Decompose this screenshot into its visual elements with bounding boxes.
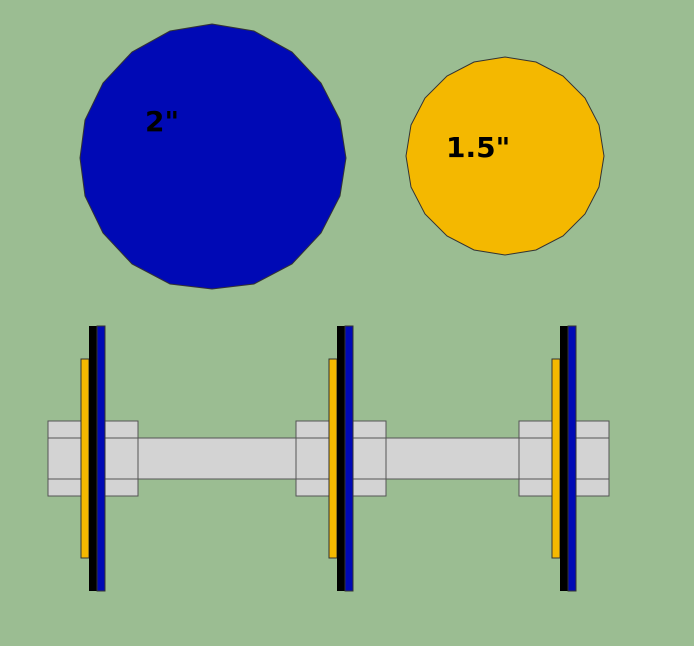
small-disc-edge — [328, 358, 338, 559]
shaft-segment — [385, 437, 520, 480]
spacer-edge — [89, 326, 97, 591]
large-disc-edge — [96, 325, 106, 592]
axle-assembly — [47, 325, 610, 592]
large-disc-edge — [567, 325, 577, 592]
spacer-edge — [560, 326, 568, 591]
large-disc — [79, 23, 347, 290]
spacer-edge — [337, 326, 345, 591]
disc-stack-left — [80, 325, 106, 592]
small-disc-edge — [551, 358, 561, 559]
small-disc — [405, 56, 605, 256]
disc-stack-middle — [328, 325, 354, 592]
shaft-segment — [137, 437, 297, 480]
small-disc-label: 1.5" — [446, 131, 510, 164]
small-disc-edge — [80, 358, 90, 559]
disc-stack-right — [551, 325, 577, 592]
large-disc-label: 2" — [145, 105, 179, 138]
large-disc-edge — [344, 325, 354, 592]
